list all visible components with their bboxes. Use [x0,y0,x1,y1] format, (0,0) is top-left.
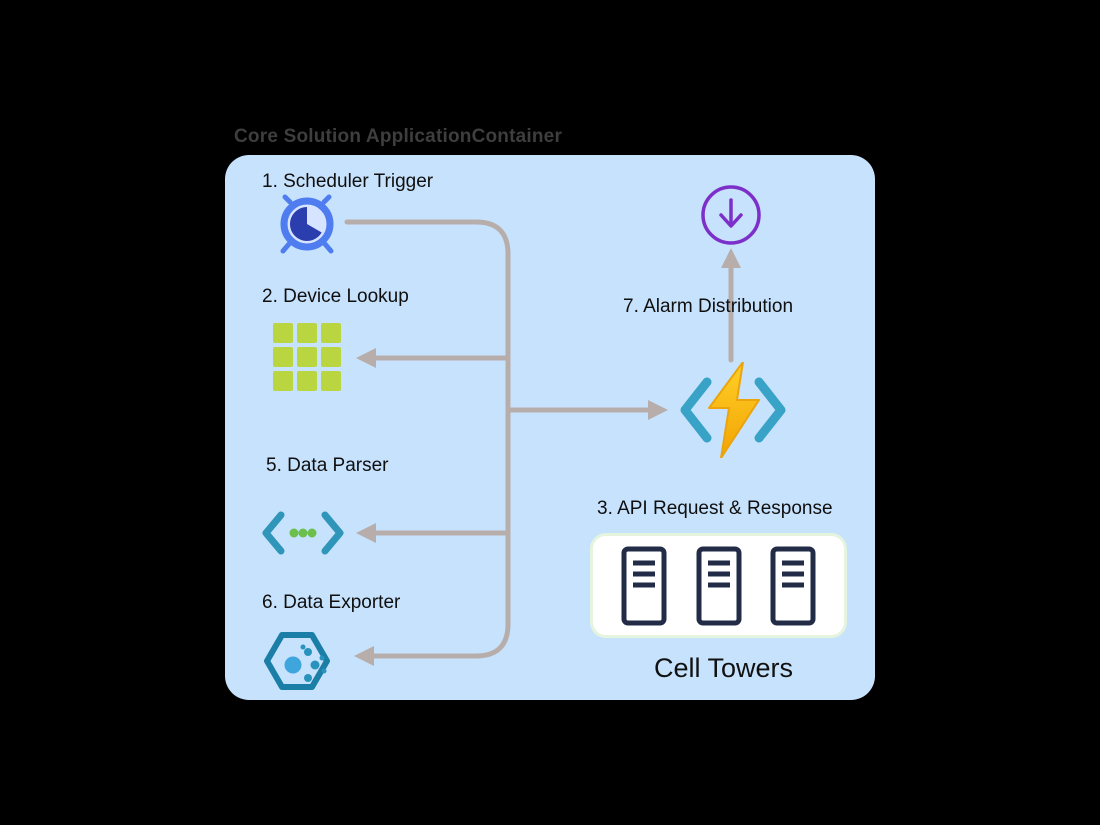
grid-icon [273,323,341,391]
server-icon [621,546,667,625]
server-icon [770,546,816,625]
download-circle-icon [701,185,761,245]
data-parser-label: 5. Data Parser [266,455,389,476]
scheduler-trigger-label: 1. Scheduler Trigger [262,171,434,192]
server-icon [696,546,741,625]
hexagon-export-icon [264,632,330,690]
code-dots-icon [262,511,344,555]
alarm-distribution-label: 7. Alarm Distribution [623,296,794,317]
data-exporter-label: 6. Data Exporter [262,592,401,613]
device-lookup-label: 2. Device Lookup [262,286,409,307]
cell-towers-label: Cell Towers [654,653,794,683]
diagram-title: Core Solution ApplicationContainer [234,126,563,147]
lightning-functions-icon [680,362,786,458]
api-request-response-label: 3. API Request & Response [597,498,833,519]
cell-towers-box [590,533,847,638]
alarm-clock-icon [280,194,334,254]
